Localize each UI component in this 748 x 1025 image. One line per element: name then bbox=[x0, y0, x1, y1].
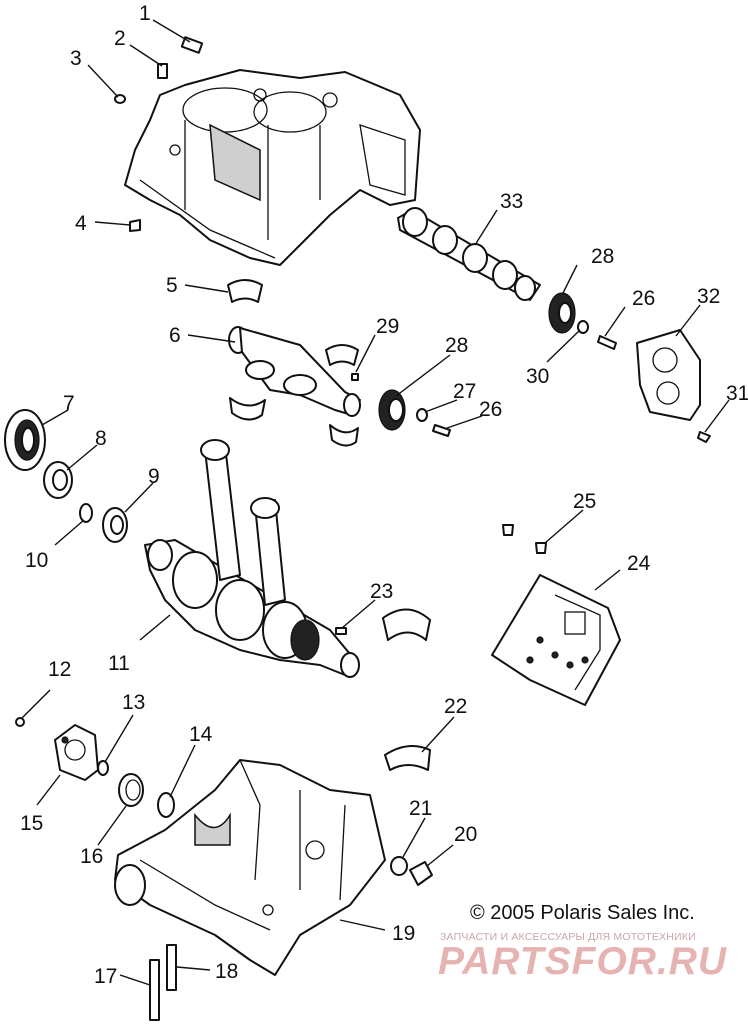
copyright-notice: © 2005 Polaris Sales Inc. bbox=[470, 902, 695, 924]
bolt-26-lower bbox=[432, 424, 451, 437]
callout-5: 5 bbox=[166, 274, 178, 297]
bolt-18 bbox=[166, 944, 177, 991]
callout-28-upper: 28 bbox=[591, 245, 614, 268]
washer-21 bbox=[390, 856, 408, 876]
callout-19: 19 bbox=[392, 922, 415, 945]
o-ring-13 bbox=[97, 760, 109, 776]
callout-18: 18 bbox=[215, 960, 238, 983]
callout-7: 7 bbox=[63, 392, 75, 415]
bearing-shell-b bbox=[229, 397, 266, 421]
ring-10 bbox=[79, 503, 93, 523]
bearing-8 bbox=[43, 461, 73, 499]
screw-12 bbox=[15, 717, 25, 727]
callout-26-upper: 26 bbox=[632, 287, 655, 310]
washer-30 bbox=[577, 320, 589, 334]
bearing-shell-c bbox=[329, 424, 359, 447]
callout-4: 4 bbox=[75, 212, 87, 235]
callout-8: 8 bbox=[95, 427, 107, 450]
screw-25b bbox=[535, 542, 547, 554]
callout-13: 13 bbox=[122, 691, 145, 714]
lower-crankcase-part bbox=[114, 759, 386, 976]
callout-16: 16 bbox=[80, 845, 103, 868]
callout-31: 31 bbox=[726, 382, 748, 405]
bearing-9 bbox=[102, 507, 128, 543]
crankshaft-part bbox=[144, 439, 360, 678]
cover-plate-part bbox=[636, 329, 701, 421]
bearing-22 bbox=[384, 745, 431, 771]
watermark-logo: PARTSFOR.RU bbox=[438, 940, 728, 983]
callout-10: 10 bbox=[25, 549, 48, 572]
upper-crankcase-part bbox=[124, 69, 421, 266]
bolt-4 bbox=[129, 219, 141, 232]
pin-29 bbox=[351, 373, 359, 381]
washer-27 bbox=[416, 408, 428, 422]
callout-28-lower: 28 bbox=[445, 334, 468, 357]
oil-baffle-part bbox=[491, 574, 621, 706]
callout-15: 15 bbox=[20, 812, 43, 835]
oil-seal-7 bbox=[4, 409, 46, 471]
callout-27: 27 bbox=[453, 380, 476, 403]
callout-11: 11 bbox=[108, 652, 130, 675]
callout-29: 29 bbox=[376, 315, 399, 338]
key-23 bbox=[335, 627, 347, 635]
callout-leader-lines bbox=[21, 19, 730, 986]
callout-21: 21 bbox=[409, 797, 432, 820]
callout-32: 32 bbox=[697, 285, 720, 308]
callout-23: 23 bbox=[370, 580, 393, 603]
bearing-5 bbox=[227, 279, 263, 303]
callout-9: 9 bbox=[148, 465, 160, 488]
plug-20 bbox=[409, 861, 433, 886]
screw-31 bbox=[697, 431, 711, 443]
callout-25: 25 bbox=[573, 490, 596, 513]
cap-16 bbox=[118, 773, 144, 807]
callout-14: 14 bbox=[189, 723, 213, 746]
callout-3: 3 bbox=[70, 47, 82, 70]
bolt-26-upper bbox=[597, 335, 617, 350]
oil-pump-part bbox=[54, 724, 99, 781]
callout-22: 22 bbox=[444, 695, 467, 718]
dowel-pin-1 bbox=[180, 36, 204, 54]
callout-2: 2 bbox=[114, 27, 126, 50]
watermark-subtitle: ЗАПЧАСТИ И АКСЕССУАРЫ ДЛЯ МОТОТЕХНИКИ bbox=[440, 931, 696, 943]
callout-30: 30 bbox=[526, 365, 549, 388]
callout-20: 20 bbox=[454, 823, 477, 846]
screw-25a bbox=[502, 524, 514, 536]
callout-17: 17 bbox=[94, 965, 117, 988]
callout-labels: 1 2 3 4 5 6 7 8 9 10 11 12 13 14 15 16 1… bbox=[20, 2, 748, 988]
cam-gear-upper-part bbox=[548, 292, 576, 334]
camshaft-part bbox=[397, 207, 541, 301]
callout-1: 1 bbox=[139, 2, 151, 25]
balance-shaft-part bbox=[228, 326, 361, 417]
ring-14 bbox=[157, 792, 175, 818]
callout-33: 33 bbox=[500, 190, 523, 213]
callout-26-lower: 26 bbox=[479, 398, 502, 421]
bearing-shell-d bbox=[382, 608, 431, 641]
bolt-17 bbox=[149, 959, 160, 1021]
callout-6: 6 bbox=[169, 324, 181, 347]
bearing-shell-a bbox=[325, 344, 359, 366]
callout-12: 12 bbox=[48, 658, 71, 681]
callout-24: 24 bbox=[627, 552, 651, 575]
balance-gear-part bbox=[378, 389, 406, 431]
pin-2 bbox=[157, 63, 168, 79]
